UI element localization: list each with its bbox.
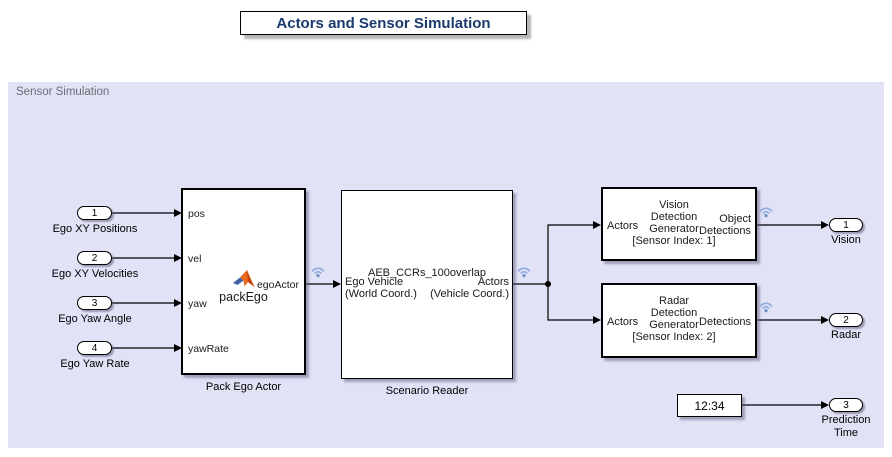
vision-line1: Vision	[659, 199, 689, 211]
radar-input-port-label: Actors	[607, 316, 639, 328]
inport-2-number: 2	[91, 252, 98, 264]
outport-2-number: 2	[843, 314, 849, 326]
area-label: Sensor Simulation	[16, 86, 110, 98]
outport-2-label: Radar	[831, 329, 861, 341]
function-name: packEgo	[219, 290, 268, 304]
outport-3-label: Prediction Time	[786, 414, 892, 440]
outport-2[interactable]: 2	[829, 313, 863, 327]
port-label-pos: pos	[188, 208, 205, 220]
wire-branch-to-vision[interactable]	[547, 224, 594, 284]
inport-2[interactable]: 2	[77, 251, 112, 265]
scenario-input-line2: (World Coord.)	[345, 288, 417, 300]
outport-3-label-line2: Time	[833, 427, 859, 439]
inport-4[interactable]: 4	[77, 341, 112, 355]
inport-4-number: 4	[91, 342, 98, 354]
inport-1[interactable]: 1	[77, 206, 112, 220]
outport-3-label-line1: Prediction	[821, 414, 871, 426]
outport-1-number: 1	[843, 219, 849, 231]
vision-output-line1: Object	[719, 213, 751, 225]
pack-ego-actor-name: Pack Ego Actor	[205, 381, 282, 393]
port-label-egoactor: egoActor	[256, 279, 299, 291]
vision-input-port-label: Actors	[607, 220, 639, 232]
vision-line4: [Sensor Index: 1]	[632, 235, 716, 247]
vision-line2: Detection	[650, 211, 698, 223]
radar-line1: Radar	[659, 295, 689, 307]
vision-output-line2: Detections	[699, 225, 751, 237]
title-text: Actors and Sensor Simulation	[276, 14, 491, 32]
branch-dot	[545, 281, 551, 287]
scenario-reader-block[interactable]: AEB_CCRs_100overlap Ego Vehicle (World C…	[341, 190, 513, 379]
radar-block-text: Radar Detection Generator [Sensor Index:…	[603, 295, 745, 343]
wireless-icon-pack-ego[interactable]	[310, 263, 326, 279]
vision-output-port-label: Object Detections	[699, 213, 751, 237]
inport-1-number: 1	[91, 207, 98, 219]
pack-ego-actor-block[interactable]: pos vel yaw yawRate egoActor packEgo	[181, 188, 306, 375]
outport-3-number: 3	[843, 399, 849, 411]
outport-1-label: Vision	[831, 234, 861, 246]
wire-branch-to-radar[interactable]	[547, 284, 594, 321]
clock-value: 12:34	[694, 398, 725, 413]
scenario-input-line1: Ego Vehicle	[345, 276, 404, 288]
scenario-reader-name: Scenario Reader	[385, 385, 469, 397]
scenario-name-text: AEB_CCRs_100overlap	[367, 267, 486, 279]
scenario-output-line1: Actors	[477, 276, 509, 288]
radar-output-port-label: Detections	[699, 316, 751, 328]
outport-3[interactable]: 3	[829, 398, 863, 412]
vision-line3: Generator	[649, 223, 699, 235]
wireless-icon-vision[interactable]	[758, 203, 774, 219]
radar-line3: Generator	[649, 319, 699, 331]
vision-detection-generator-block[interactable]: Vision Detection Generator [Sensor Index…	[601, 187, 757, 261]
radar-detection-generator-block[interactable]: Radar Detection Generator [Sensor Index:…	[601, 283, 757, 358]
port-label-yaw: yaw	[188, 298, 207, 310]
radar-line4: [Sensor Index: 2]	[632, 331, 716, 343]
arrowheads	[174, 209, 829, 409]
vision-block-text: Vision Detection Generator [Sensor Index…	[603, 199, 745, 247]
inport-1-label: Ego XY Positions	[52, 223, 138, 235]
inport-2-label: Ego XY Velocities	[51, 268, 139, 280]
outport-1[interactable]: 1	[829, 218, 863, 232]
radar-line2: Detection	[650, 307, 698, 319]
matlab-logo-icon	[233, 270, 255, 287]
scenario-output-line2: (Vehicle Coord.)	[430, 288, 509, 300]
inport-3-number: 3	[91, 297, 98, 309]
scenario-output-port-label: Actors (Vehicle Coord.)	[430, 276, 509, 300]
inport-4-label: Ego Yaw Rate	[60, 358, 130, 370]
title-block[interactable]: Actors and Sensor Simulation	[240, 11, 527, 35]
wireless-icon-radar[interactable]	[758, 298, 774, 314]
wireless-icon-scenario[interactable]	[516, 263, 532, 279]
inport-3[interactable]: 3	[77, 296, 112, 310]
port-label-vel: vel	[188, 253, 202, 265]
scenario-input-port-label: Ego Vehicle (World Coord.)	[345, 276, 417, 300]
inport-3-label: Ego Yaw Angle	[58, 313, 132, 325]
port-label-yawrate: yawRate	[188, 343, 229, 355]
digital-clock-block[interactable]: 12:34	[677, 394, 742, 417]
